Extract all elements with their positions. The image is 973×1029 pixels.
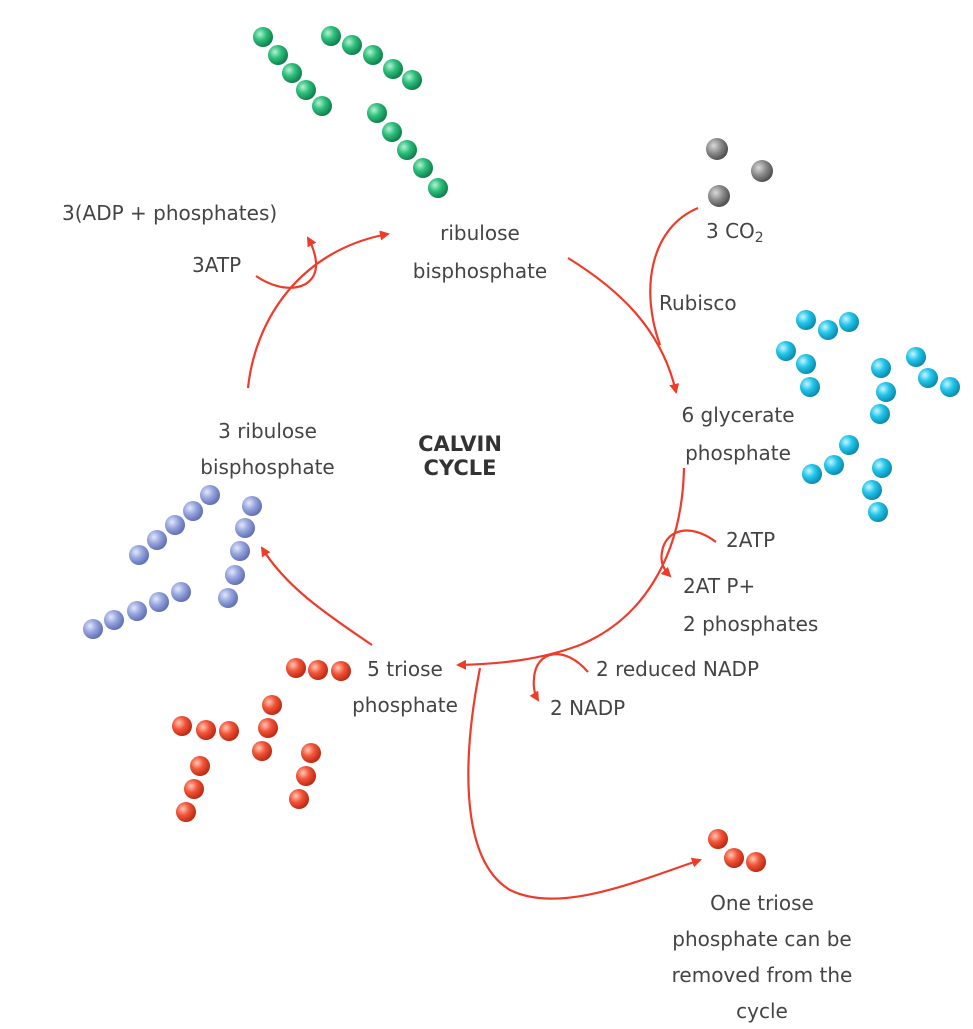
label-nadp: 2 NADP — [550, 696, 626, 720]
co2-molecules — [706, 138, 773, 207]
arrow-gp-to-tp — [456, 467, 686, 670]
gp-cyan-molecules — [776, 310, 960, 522]
arrow-tp-to-rubp — [260, 546, 373, 646]
label-2atp-phosphates: 2AT P+ 2 phosphates — [683, 574, 819, 636]
label-glycerate-phosphate: 6 glycerate phosphate — [681, 403, 795, 465]
tp-red-molecules — [172, 658, 766, 872]
label-removed-triose: One triose phosphate can be removed from… — [671, 891, 853, 1023]
label-co2: 3 CO2 — [706, 219, 764, 247]
label-rubp-left: 3 ribulose bisphosphate — [200, 419, 335, 479]
cycle-title-line1: CALVIN — [418, 432, 502, 456]
arrow-co2-in — [649, 206, 699, 346]
label-2atp: 2ATP — [726, 528, 776, 552]
arrow-rubp-left-to-top — [246, 230, 390, 389]
cycle-title: CALVIN CYCLE — [405, 432, 515, 480]
label-triose-phosphate: 5 triose phosphate — [352, 657, 458, 717]
label-3atp: 3ATP — [192, 253, 242, 277]
arrow-atp-left — [255, 236, 318, 289]
rubp-green-molecules — [253, 26, 448, 198]
arrow-nadp — [529, 653, 589, 702]
cycle-title-line2: CYCLE — [423, 456, 497, 481]
arrow-atp-right — [660, 529, 717, 578]
label-rubisco: Rubisco — [659, 291, 737, 315]
label-reduced-nadp: 2 reduced NADP — [596, 657, 759, 681]
label-rubp-top: ribulose bisphosphate — [412, 221, 548, 283]
rubp-lavender-molecules — [83, 485, 262, 639]
arrow-removed — [467, 667, 702, 900]
arrow-rubp-to-gp — [567, 257, 680, 394]
label-3adp-phosphates: 3(ADP + phosphates) — [62, 201, 278, 225]
